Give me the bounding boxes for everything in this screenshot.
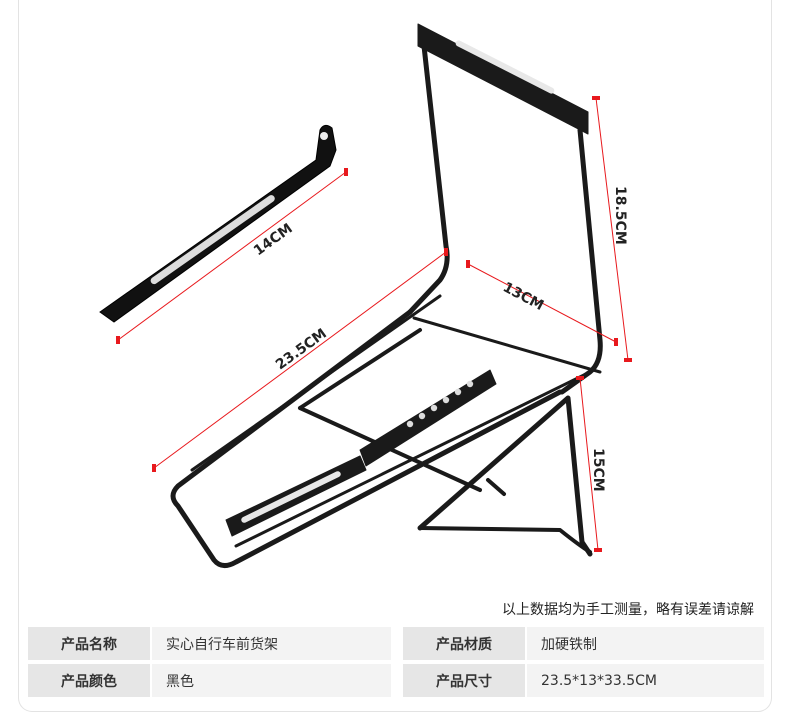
content-frame [18, 0, 772, 712]
dimension-lines [117, 97, 629, 551]
dim-line-platform-length [153, 251, 447, 469]
strap-slot [150, 195, 275, 285]
spec-key-size: 产品尺寸 [403, 664, 525, 697]
dim-label-platform-length: 23.5CM [273, 326, 330, 373]
spec-row: 产品颜色 黑色 产品尺寸 23.5*13*33.5CM [28, 664, 764, 697]
dim-line-strap [117, 171, 347, 341]
spec-value-size: 23.5*13*33.5CM [527, 664, 764, 697]
back-top-plate [417, 23, 589, 135]
spec-value-name: 实心自行车前货架 [152, 627, 391, 660]
center-plate-holes [406, 380, 474, 428]
spec-key-material: 产品材质 [403, 627, 525, 660]
spec-row: 产品名称 实心自行车前货架 产品材质 加硬铁制 [28, 627, 764, 660]
dim-label-back-height: 18.5CM [612, 186, 628, 245]
product-illustration: 14CM 23.5CM 13CM 18.5CM 15CM [99, 23, 632, 568]
dim-label-leg-height: 15CM [590, 448, 606, 492]
center-plate [359, 369, 497, 467]
dim-line-platform-width [467, 263, 617, 343]
strap-piece [99, 124, 337, 323]
spec-key-name: 产品名称 [28, 627, 150, 660]
measurement-note: 以上数据均为手工测量，略有误差请谅解 [502, 602, 754, 618]
dim-line-leg-height [579, 377, 599, 551]
dim-label-platform-width: 13CM [500, 279, 546, 314]
spec-value-material: 加硬铁制 [527, 627, 764, 660]
spec-key-color: 产品颜色 [28, 664, 150, 697]
back-plate-slot [455, 40, 555, 94]
dim-label-strap: 14CM [251, 221, 296, 260]
rack-body [170, 23, 603, 568]
spec-table: 产品名称 实心自行车前货架 产品材质 加硬铁制 产品颜色 黑色 产品尺寸 23.… [28, 627, 764, 701]
dim-line-back-height [595, 97, 629, 361]
spec-value-color: 黑色 [152, 664, 391, 697]
dimension-ticks [116, 96, 632, 552]
strap-hole [320, 132, 328, 140]
